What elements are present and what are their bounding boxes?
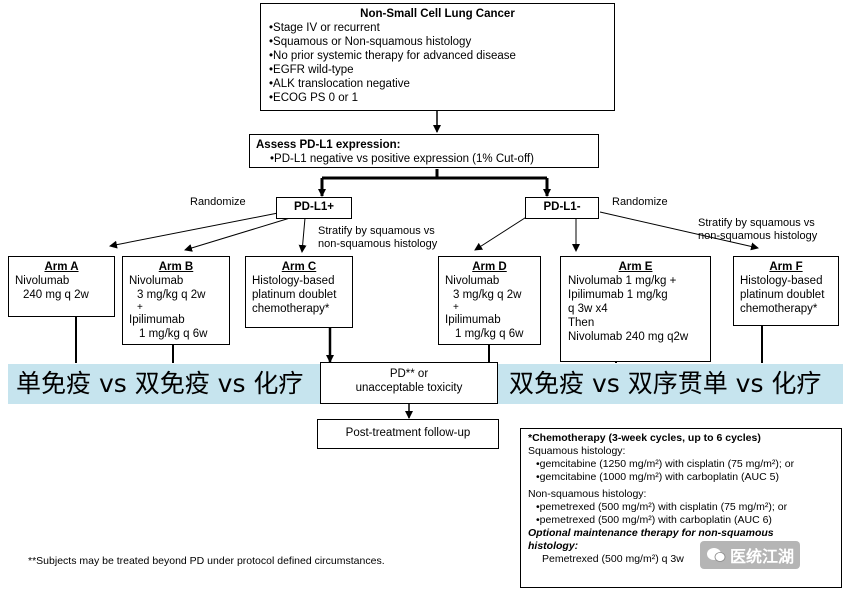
- eligibility-item: •Squamous or Non-squamous histology: [269, 36, 472, 48]
- arm-f-line: platinum doublet: [740, 289, 825, 301]
- arm-b-line: +: [137, 302, 143, 313]
- chemo-title: *Chemotherapy (3-week cycles, up to 6 cy…: [528, 432, 761, 444]
- chemo-maintenance-header: Optional maintenance therapy for non-squ…: [528, 527, 774, 539]
- randomize-label-right: Randomize: [612, 196, 668, 208]
- arm-d-line: 1 mg/kg q 6w: [455, 328, 524, 340]
- arm-e-line: Nivolumab 240 mg q2w: [568, 331, 689, 343]
- assess-detail: •PD-L1 negative vs positive expression (…: [270, 153, 534, 165]
- arm-d-box: Arm D Nivolumab 3 mg/kg q 2w + Ipilimuma…: [438, 256, 541, 345]
- pdl1-positive-box: PD-L1+: [276, 197, 352, 219]
- stratify-label-left: Stratify by squamous vs non-squamous his…: [318, 225, 437, 251]
- eligibility-title: Non-Small Cell Lung Cancer: [360, 8, 515, 20]
- eligibility-box: Non-Small Cell Lung Cancer •Stage IV or …: [260, 3, 615, 111]
- banner-right: 双免疫 vs 双序贯单 vs 化疗: [497, 364, 843, 404]
- arm-e-line: q 3w x4: [568, 303, 608, 315]
- arm-b-line: 1 mg/kg q 6w: [139, 328, 208, 340]
- arm-e-line: Then: [568, 317, 595, 329]
- arm-f-title: Arm F: [769, 261, 803, 273]
- footnote: **Subjects may be treated beyond PD unde…: [28, 555, 385, 567]
- pdl1-negative-box: PD-L1-: [525, 197, 599, 219]
- assess-title: Assess PD-L1 expression:: [256, 139, 401, 151]
- arm-e-title: Arm E: [618, 261, 653, 273]
- arm-c-box: Arm C Histology-based platinum doublet c…: [245, 256, 353, 328]
- banner-left: 单免疫 vs 双免疫 vs 化疗: [8, 364, 320, 404]
- pdl1-positive-label: PD-L1+: [294, 201, 334, 213]
- arm-e-line: Nivolumab 1 mg/kg +: [568, 275, 677, 287]
- pd-box: PD** or unacceptable toxicity: [320, 362, 498, 404]
- stratify-line: Stratify by squamous vs: [698, 217, 815, 229]
- arm-c-line: Histology-based: [252, 275, 335, 287]
- banner-left-text: 单免疫 vs 双免疫 vs 化疗: [16, 369, 304, 398]
- chat-bubble-icon: [707, 548, 726, 562]
- watermark: 医统江湖: [700, 541, 801, 569]
- arm-d-line: Ipilimumab: [445, 314, 501, 326]
- arm-b-title: Arm B: [158, 261, 194, 273]
- eligibility-item: •ECOG PS 0 or 1: [269, 92, 359, 104]
- chemo-maintenance-header: histology:: [528, 540, 579, 552]
- randomize-label-left: Randomize: [190, 196, 246, 208]
- arm-a-line: 240 mg q 2w: [23, 289, 89, 301]
- banner-right-text: 双免疫 vs 双序贯单 vs 化疗: [509, 369, 822, 398]
- arm-f-box: Arm F Histology-based platinum doublet c…: [733, 256, 839, 326]
- arm-f-line: chemotherapy*: [740, 303, 818, 315]
- eligibility-item: •Stage IV or recurrent: [269, 22, 380, 34]
- chemo-nonsquamous-item: •pemetrexed (500 mg/m²) with cisplatin (…: [536, 501, 788, 513]
- arm-a-line: Nivolumab: [15, 275, 70, 287]
- watermark-text: 医统江湖: [730, 547, 795, 566]
- chemo-nonsquamous-item: •pemetrexed (500 mg/m²) with carboplatin…: [536, 514, 772, 526]
- stratify-line: Stratify by squamous vs: [318, 225, 435, 237]
- arm-d-line: +: [453, 302, 459, 313]
- arm-c-line: platinum doublet: [252, 289, 337, 301]
- arm-d-line: 3 mg/kg q 2w: [453, 289, 522, 301]
- chemo-squamous-item: •gemcitabine (1250 mg/m²) with cisplatin…: [536, 458, 795, 470]
- pdl1-negative-label: PD-L1-: [543, 201, 581, 213]
- arm-b-line: Nivolumab: [129, 275, 184, 287]
- pd-line: unacceptable toxicity: [355, 382, 463, 394]
- chemo-maintenance-item: Pemetrexed (500 mg/m²) q 3w: [542, 553, 684, 565]
- chemo-squamous-header: Squamous histology:: [528, 445, 626, 457]
- arm-a-box: Arm A Nivolumab 240 mg q 2w: [8, 256, 115, 317]
- arm-d-title: Arm D: [472, 261, 507, 273]
- arm-f-line: Histology-based: [740, 275, 823, 287]
- arm-b-box: Arm B Nivolumab 3 mg/kg q 2w + Ipilimuma…: [122, 256, 230, 345]
- arm-b-line: 3 mg/kg q 2w: [137, 289, 206, 301]
- arm-e-line: Ipilimumab 1 mg/kg: [568, 289, 668, 301]
- stratify-line: non-squamous histology: [698, 230, 818, 242]
- eligibility-item: •No prior systemic therapy for advanced …: [269, 50, 516, 62]
- arm-e-box: Arm E Nivolumab 1 mg/kg + Ipilimumab 1 m…: [560, 256, 711, 362]
- assess-pdl1-box: Assess PD-L1 expression: •PD-L1 negative…: [249, 134, 599, 168]
- followup-label: Post-treatment follow-up: [345, 427, 471, 439]
- arm-a-title: Arm A: [44, 261, 79, 273]
- arm-c-title: Arm C: [281, 261, 317, 273]
- stratify-label-right: Stratify by squamous vs non-squamous his…: [698, 217, 817, 243]
- arm-d-line: Nivolumab: [445, 275, 500, 287]
- arm-b-line: Ipilimumab: [129, 314, 185, 326]
- chemo-nonsquamous-header: Non-squamous histology:: [528, 488, 647, 500]
- chemotherapy-box: *Chemotherapy (3-week cycles, up to 6 cy…: [520, 428, 842, 588]
- arm-c-line: chemotherapy*: [252, 303, 330, 315]
- stratify-line: non-squamous histology: [318, 238, 438, 250]
- eligibility-item: •ALK translocation negative: [269, 78, 410, 90]
- chemo-squamous-item: •gemcitabine (1000 mg/m²) with carboplat…: [536, 471, 779, 483]
- pd-line: PD** or: [389, 368, 429, 380]
- followup-box: Post-treatment follow-up: [317, 419, 499, 449]
- eligibility-item: •EGFR wild-type: [269, 64, 354, 76]
